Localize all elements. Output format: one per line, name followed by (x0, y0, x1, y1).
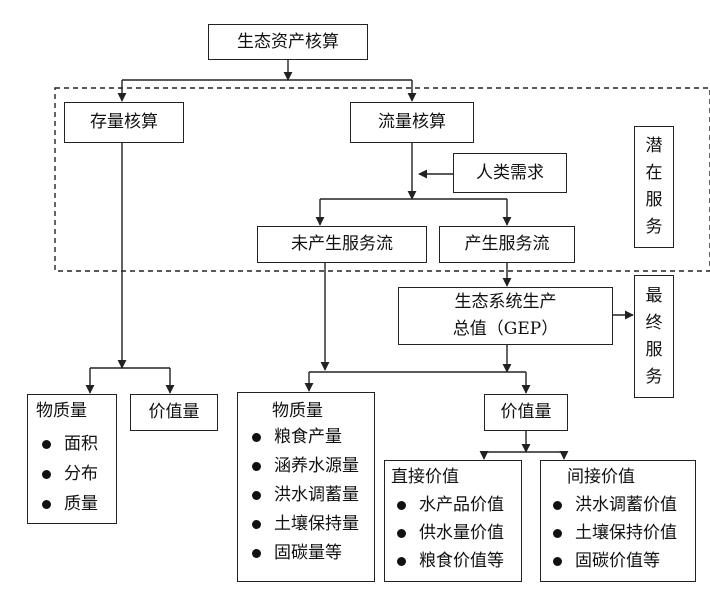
flow-value-box: 价值量 (484, 394, 568, 431)
stock-value-box: 价值量 (130, 394, 218, 431)
list-item: 固碳价值等 (547, 547, 695, 575)
root-label: 生态资产核算 (237, 31, 339, 52)
no-service-flow-label: 未产生服务流 (291, 234, 393, 255)
service-flow-box: 产生服务流 (439, 226, 575, 263)
flow-accounting-box: 流量核算 (350, 102, 474, 143)
list-item: 水产品价值 (391, 491, 521, 519)
stock-physical-title: 物质量 (36, 401, 87, 421)
list-item: 供水量价值 (391, 519, 521, 547)
stock-accounting-box: 存量核算 (64, 102, 184, 143)
stock-physical-box: 物质量 面积 分布 质量 (27, 394, 117, 524)
final-char-4: 务 (645, 366, 663, 387)
final-char-2: 终 (645, 312, 663, 333)
gep-line-1: 生态系统生产 (454, 292, 557, 312)
direct-value-title: 直接价值 (391, 467, 459, 487)
indirect-value-box: 间接价值 洪水调蓄价值 土壤保持价值 固碳价值等 (540, 460, 696, 582)
list-item: 土壤保持价值 (547, 519, 695, 547)
human-demand-box: 人类需求 (453, 153, 567, 193)
potential-char-2: 在 (645, 163, 663, 183)
list-item: 洪水调蓄价值 (547, 491, 695, 519)
list-item: 粮食价值等 (391, 547, 521, 575)
list-item: 洪水调蓄量 (246, 481, 374, 510)
stock-accounting-label: 存量核算 (90, 112, 158, 133)
list-item: 土壤保持量 (246, 510, 374, 539)
human-demand-label: 人类需求 (476, 162, 544, 183)
stock-physical-list: 面积 分布 质量 (36, 429, 116, 519)
gep-line-2: 总值（GEP） (452, 319, 559, 339)
no-service-flow-box: 未产生服务流 (257, 226, 427, 263)
list-item: 面积 (36, 429, 116, 459)
indirect-value-title: 间接价值 (567, 467, 635, 487)
final-char-1: 最 (645, 285, 663, 306)
final-char-3: 服 (645, 339, 663, 360)
flow-physical-list: 粮食产量 涵养水源量 洪水调蓄量 土壤保持量 固碳量等 (246, 423, 374, 568)
flow-physical-box: 物质量 粮食产量 涵养水源量 洪水调蓄量 土壤保持量 固碳量等 (237, 392, 375, 582)
direct-value-box: 直接价值 水产品价值 供水量价值 粮食价值等 (384, 460, 522, 582)
flow-accounting-label: 流量核算 (378, 112, 446, 133)
flow-physical-title: 物质量 (272, 401, 323, 421)
potential-char-1: 潜 (645, 136, 663, 156)
indirect-value-list: 洪水调蓄价值 土壤保持价值 固碳价值等 (547, 491, 695, 575)
potential-char-3: 服 (645, 190, 663, 210)
stock-value-label: 价值量 (148, 402, 200, 423)
root-box: 生态资产核算 (208, 24, 368, 60)
list-item: 质量 (36, 489, 116, 519)
potential-char-4: 务 (645, 217, 663, 237)
flow-value-label: 价值量 (500, 402, 552, 423)
final-service-box: 最 终 服 务 (634, 275, 674, 398)
service-flow-label: 产生服务流 (464, 234, 550, 255)
list-item: 固碳量等 (246, 539, 374, 568)
direct-value-list: 水产品价值 供水量价值 粮食价值等 (391, 491, 521, 575)
potential-region-border (54, 87, 710, 272)
list-item: 粮食产量 (246, 423, 374, 452)
potential-service-box: 潜 在 服 务 (634, 126, 674, 248)
list-item: 分布 (36, 459, 116, 489)
list-item: 涵养水源量 (246, 452, 374, 481)
gep-box: 生态系统生产 总值（GEP） (398, 287, 613, 345)
